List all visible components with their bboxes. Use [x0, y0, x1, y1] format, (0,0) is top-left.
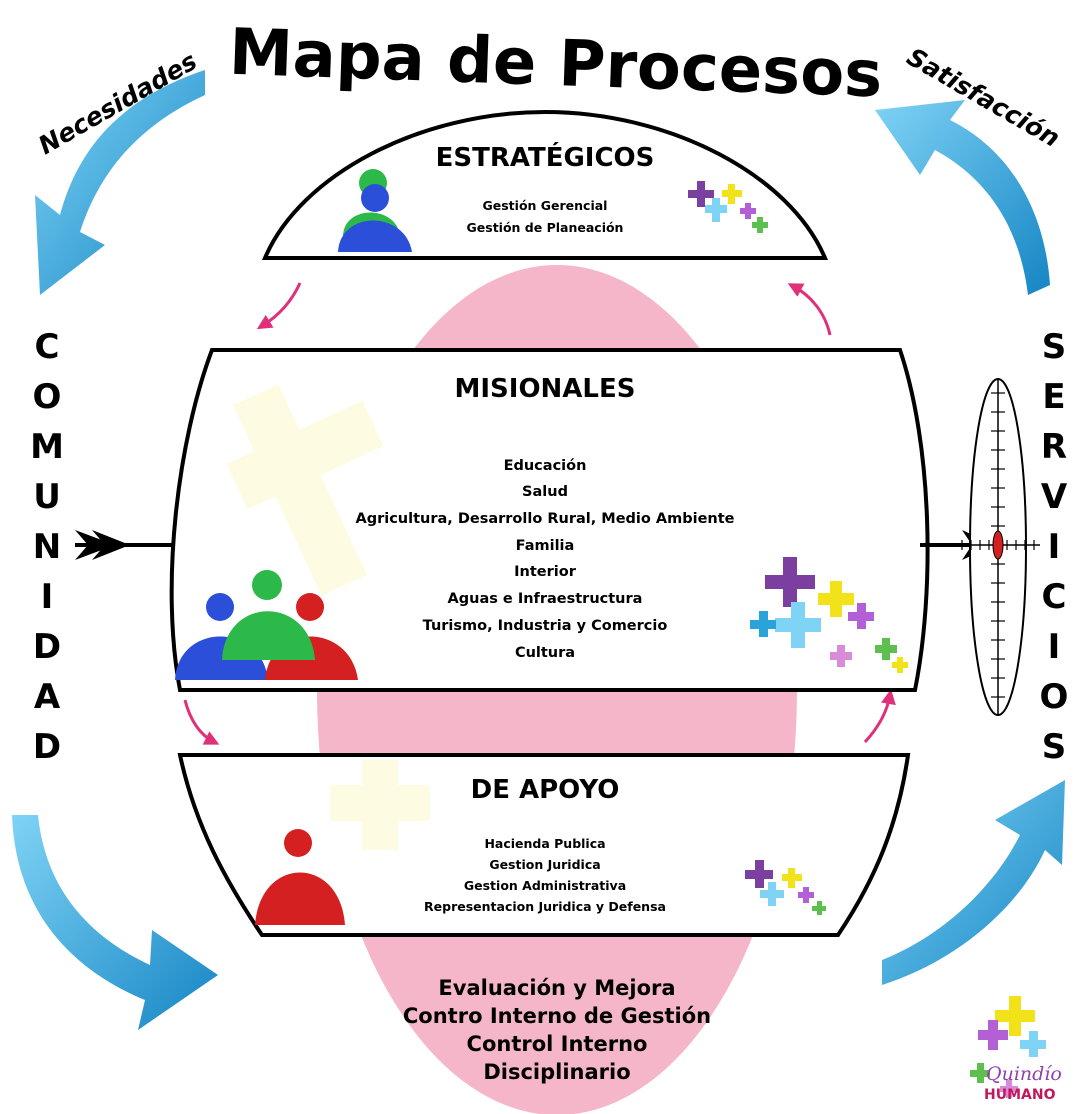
vertical-letter: D	[33, 627, 61, 667]
vertical-letter: A	[34, 677, 61, 717]
vertical-letter: I	[41, 577, 54, 617]
evaluacion-item: Evaluación y Mejora	[438, 976, 675, 1000]
misionales-item: Agricultura, Desarrollo Rural, Medio Amb…	[355, 511, 734, 527]
vertical-letter: S	[1042, 727, 1067, 767]
apoyo-item: Gestion Juridica	[489, 857, 600, 872]
small-arrow-top-right	[787, 283, 832, 336]
arc-arrow-top-left	[35, 70, 205, 295]
misionales-item: Familia	[516, 538, 575, 554]
misionales-item: Educación	[504, 458, 587, 474]
three-people-icon	[175, 570, 358, 680]
vertical-letter: I	[1048, 527, 1061, 567]
page-title: Mapa de Procesos	[228, 16, 884, 113]
quindio-humano-logo: Quindío HUMANO	[970, 996, 1062, 1103]
vertical-letter: D	[33, 727, 61, 767]
crosses-icon	[688, 181, 768, 233]
small-arrow-top-left	[256, 282, 302, 330]
arc-arrow-top-right	[875, 100, 1050, 295]
input-arrow	[75, 530, 175, 560]
misionales-item: Aguas e Infraestructura	[448, 591, 643, 607]
estrategicos-section: ESTRATÉGICOS Gestión Gerencial Gestión d…	[261, 109, 829, 260]
crosses-icon	[750, 557, 908, 673]
logo-line2: HUMANO	[984, 1087, 1056, 1103]
estrategicos-item: Gestión Gerencial	[483, 198, 608, 213]
watermark-cross-icon	[226, 384, 384, 596]
target-icon	[955, 378, 1040, 716]
watermark-cross-icon	[330, 760, 430, 850]
arc-arrow-bottom-right	[882, 780, 1065, 985]
apoyo-section: DE APOYO Hacienda Publica Gestion Juridi…	[177, 753, 911, 937]
apoyo-heading: DE APOYO	[471, 775, 620, 805]
target-ticks	[961, 392, 1035, 698]
vertical-letter: V	[1041, 477, 1068, 517]
misionales-item: Salud	[522, 484, 568, 500]
vertical-letter: I	[1048, 627, 1061, 667]
estrategicos-heading: ESTRATÉGICOS	[436, 141, 655, 173]
estrategicos-item: Gestión de Planeación	[467, 220, 624, 235]
crosses-icon	[745, 860, 826, 915]
apoyo-item: Representacion Juridica y Defensa	[424, 899, 666, 914]
evaluacion-item: Control Interno	[467, 1032, 648, 1056]
small-arrow-bottom-left	[183, 699, 220, 745]
small-arrow-bottom-right	[863, 689, 896, 744]
arc-arrow-bottom-left	[12, 815, 218, 1030]
vertical-letter: C	[35, 327, 60, 367]
vertical-letter: S	[1042, 327, 1067, 367]
vertical-letter: N	[33, 527, 61, 567]
vertical-letter: U	[33, 477, 61, 517]
evaluacion-item: Disciplinario	[483, 1060, 630, 1084]
misionales-item: Turismo, Industria y Comercio	[423, 618, 668, 634]
misionales-section: MISIONALES Educación Salud Agricultura, …	[169, 348, 930, 692]
vertical-letter: E	[1042, 377, 1065, 417]
misionales-item: Interior	[514, 564, 577, 580]
vertical-letter: O	[33, 377, 62, 417]
evaluacion-block: Evaluación y Mejora Contro Interno de Ge…	[403, 976, 711, 1084]
vertical-letter: C	[1042, 577, 1067, 617]
vertical-letter: O	[1040, 677, 1069, 717]
vertical-letter: R	[1041, 427, 1067, 467]
misionales-heading: MISIONALES	[455, 374, 636, 404]
small-flow-arrows	[183, 282, 896, 745]
evaluacion-item: Contro Interno de Gestión	[403, 1004, 711, 1028]
apoyo-item: Gestion Administrativa	[464, 878, 626, 893]
person-icon	[255, 829, 345, 925]
vertical-letter: M	[30, 427, 64, 467]
blue-arc-arrows	[12, 70, 1065, 1030]
apoyo-item: Hacienda Publica	[484, 836, 605, 851]
misionales-item: Cultura	[515, 645, 575, 661]
logo-line1: Quindío	[986, 1063, 1062, 1085]
person-group-icon	[338, 169, 412, 252]
